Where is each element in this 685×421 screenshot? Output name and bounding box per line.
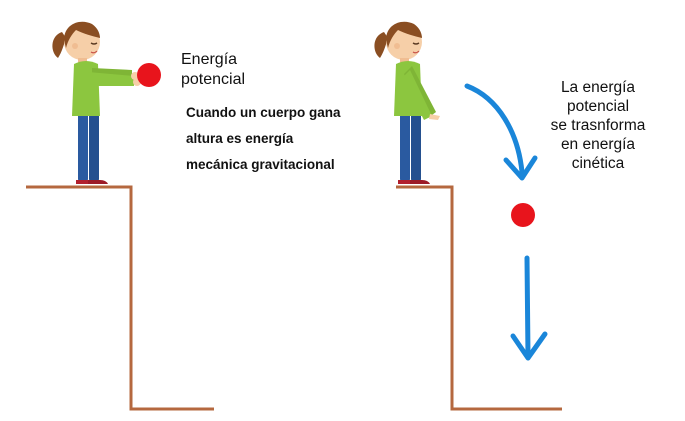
caption-line: se trasnforma [550,117,646,134]
right-ledge-outline [396,185,562,411]
description-line: Cuando un cuerpo gana [186,105,341,120]
title-line: Energía [181,51,238,68]
arrow-down-head-icon [510,331,548,361]
energy-transform-caption: La energía potencial se trasnforma en en… [528,78,668,173]
caption-line: La energía [560,79,636,96]
potential-energy-description: Cuando un cuerpo gana altura es energía … [186,100,341,178]
potential-energy-title: Energía potencial [181,50,245,90]
caption-line: en energía [560,136,636,153]
description-line: altura es energía [186,131,294,146]
arrow-down-icon [524,255,531,359]
caption-line: potencial [566,98,630,115]
title-line: potencial [181,71,246,88]
ball-icon [137,63,161,87]
caption-line: cinética [571,155,625,172]
girl-figure-icon [374,21,440,184]
left-ledge-outline [26,185,214,411]
description-line: mecánica gravitacional [186,157,335,172]
arrow-curve-head-icon [503,155,538,181]
girl-figure-icon [52,21,141,184]
ball-icon [511,203,535,227]
arrow-curve-icon [464,83,525,175]
